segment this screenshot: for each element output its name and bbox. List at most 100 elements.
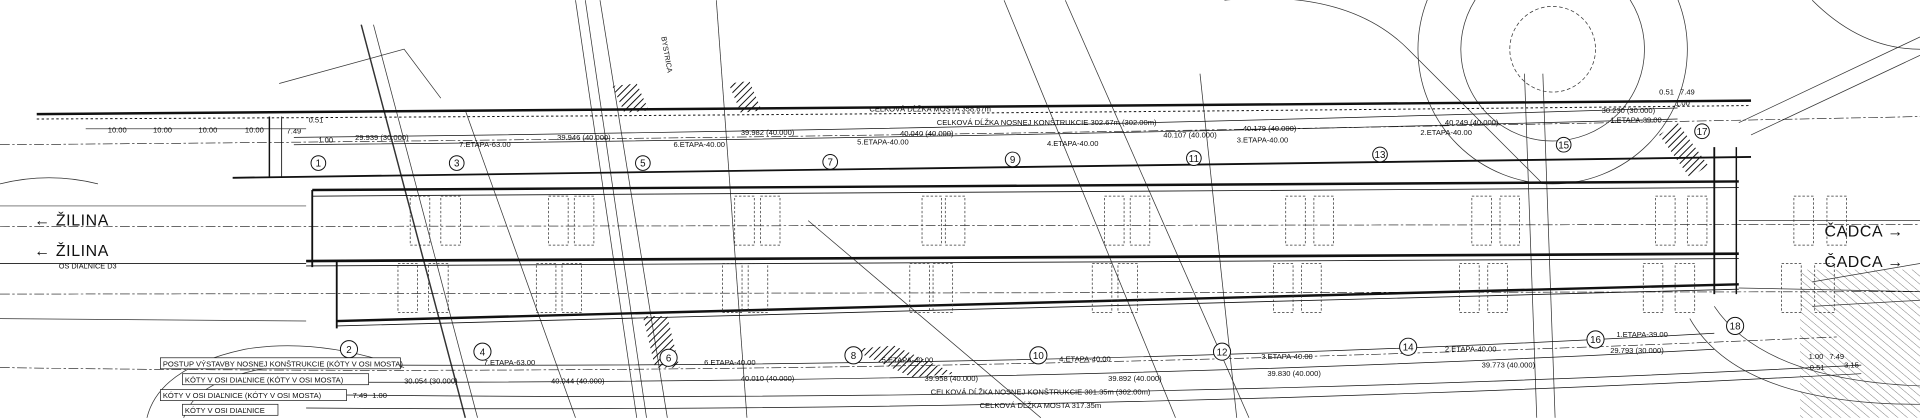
pier-box bbox=[1471, 195, 1492, 246]
pier-box bbox=[1091, 263, 1113, 313]
stage-label: 3.ETAPA-40.00 bbox=[1261, 352, 1313, 361]
pier-number: 4 bbox=[480, 347, 486, 358]
pier-box bbox=[1642, 263, 1664, 313]
pier-marker-circle bbox=[659, 348, 678, 367]
span-dimension: 30.230 (30.000) bbox=[1602, 106, 1656, 115]
stage-label: 1.ETAPA-39.00 bbox=[1610, 116, 1662, 125]
stage-label: 1.ETAPA-39.00 bbox=[1616, 330, 1668, 339]
stage-label: 7.ETAPA-63.00 bbox=[459, 140, 511, 149]
span-dimension: 40.010 (40.000) bbox=[741, 374, 795, 383]
end-dim-100-bottom: 1.00 bbox=[1809, 352, 1824, 361]
pier-box bbox=[1301, 263, 1322, 313]
legend-axis-2: KÓTY V OSI DIAĽNICE (KÓTY V OSI MOSTA) bbox=[163, 391, 322, 400]
pier-number: 8 bbox=[851, 351, 857, 362]
pier-box bbox=[909, 263, 930, 313]
dim-10-1: 10.00 bbox=[108, 125, 127, 134]
dim-10-3: 10.00 bbox=[198, 125, 217, 134]
pier-box bbox=[1686, 195, 1708, 246]
pier-box bbox=[1117, 263, 1138, 313]
pier-marker-circle bbox=[844, 346, 863, 365]
dim-749: 7.49 bbox=[287, 127, 302, 136]
end-dim-315-bottom: 3.15 bbox=[1844, 361, 1859, 370]
pier-number: 16 bbox=[1590, 335, 1601, 346]
pier-box bbox=[1826, 195, 1847, 246]
legend-axis-1: KÓTY V OSI DIAĽNICE (KÓTY V OSI MOSTA) bbox=[185, 375, 344, 384]
pier-box bbox=[561, 263, 582, 313]
pier-number: 6 bbox=[666, 353, 672, 364]
span-dimension: 40.249 (40.000) bbox=[1445, 118, 1499, 127]
pier-marker-circle bbox=[473, 342, 492, 361]
pier-number: 18 bbox=[1730, 322, 1741, 333]
pier-box bbox=[1781, 263, 1802, 313]
road-label-cadca-2: ČADCA → bbox=[1824, 252, 1903, 271]
pier-box bbox=[1459, 263, 1480, 313]
stage-label: 2.ETAPA-40.00 bbox=[1420, 128, 1472, 137]
pier-box bbox=[1499, 195, 1520, 246]
end-dim-051: 0.51 bbox=[1659, 88, 1674, 97]
pier-marker-circle bbox=[1694, 123, 1710, 140]
pier-marker-circle bbox=[1004, 151, 1021, 168]
road-label-zilina-1: ← ŽILINA bbox=[34, 211, 109, 230]
pier-box bbox=[548, 195, 569, 246]
span-dimension: 40.107 (40.000) bbox=[1163, 130, 1217, 139]
pier-number: 11 bbox=[1189, 154, 1199, 165]
pier-number: 15 bbox=[1558, 140, 1569, 151]
pier-marker-circle bbox=[1726, 316, 1745, 335]
bridge-length-top: CELKOVÁ DĹŽKA MOSTA 358.67m bbox=[869, 105, 991, 114]
pier-marker-circle bbox=[448, 155, 465, 171]
pier-marker-circle bbox=[1212, 342, 1232, 361]
road-label-highway: OS DIAĽNICE D3 bbox=[59, 261, 117, 270]
stage-label: 4.ETAPA-40.00 bbox=[1059, 354, 1111, 363]
pier-number: 2 bbox=[346, 345, 351, 356]
legend-construction: POSTUP VÝSTAVBY NOSNEJ KONŠTRUKCIE (KÓTY… bbox=[163, 359, 403, 368]
pier-box bbox=[428, 263, 449, 313]
pier-marker-circle bbox=[1029, 346, 1048, 365]
road-label-zilina-2: ← ŽILINA bbox=[34, 241, 109, 260]
span-dimension: 29.939 (30.000) bbox=[355, 133, 409, 142]
bridge-length-bottom: CELKOVÁ DĹŽKA MOSTA 317.35m bbox=[980, 401, 1102, 410]
pier-box bbox=[409, 195, 431, 246]
stage-label: 3.ETAPA-40.00 bbox=[1237, 135, 1289, 144]
pier-box bbox=[573, 195, 595, 246]
pier-box bbox=[1104, 195, 1125, 246]
pier-marker-circle bbox=[635, 155, 651, 171]
pier-marker-circle bbox=[310, 155, 327, 171]
end-dim-749-bottom: 7.49 bbox=[1829, 352, 1844, 361]
pier-foundations bbox=[397, 195, 1847, 313]
dim-100: 1.00 bbox=[318, 135, 333, 144]
hatched-areas bbox=[612, 81, 1709, 378]
dim-10-4: 10.00 bbox=[245, 125, 264, 134]
dim-10-2: 10.00 bbox=[153, 125, 172, 134]
stage-label: 6.ETAPA-40.00 bbox=[704, 358, 756, 367]
span-dimension: 40.040 (40.000) bbox=[900, 129, 954, 138]
pier-marker-circle bbox=[822, 154, 839, 170]
span-dimension: 40.044 (40.000) bbox=[551, 376, 605, 385]
pier-number: 13 bbox=[1375, 150, 1386, 161]
pier-number: 7 bbox=[827, 158, 832, 169]
pier-number: 10 bbox=[1033, 351, 1044, 362]
dim-749-bottom: 7.49 bbox=[353, 391, 368, 400]
pier-box bbox=[734, 195, 755, 246]
structure-length-bottom: CELKOVÁ DĹŽKA NOSNEJ KONŠTRUKCIE 301.35m… bbox=[931, 388, 1151, 397]
pier-box bbox=[1655, 195, 1676, 246]
pier-box bbox=[747, 263, 769, 313]
stage-label: 2.ETAPA-40.00 bbox=[1445, 345, 1497, 354]
pier-box bbox=[397, 263, 418, 313]
road-label-cadca-1: ČADCA → bbox=[1824, 222, 1903, 241]
legend-axis-3: KÓTY V OSI DIAĽNICE bbox=[185, 406, 265, 415]
stage-label: 5.ETAPA-40.00 bbox=[857, 138, 909, 147]
end-dim-051-bottom: 0.51 bbox=[1810, 363, 1825, 372]
pier-box bbox=[932, 263, 954, 313]
span-dimension: 39.958 (40.000) bbox=[924, 374, 978, 383]
pier-number: 17 bbox=[1697, 127, 1708, 138]
dim-051: 0.51 bbox=[309, 116, 324, 125]
pier-number: 3 bbox=[454, 159, 460, 170]
pier-box bbox=[1793, 195, 1814, 246]
span-dimension: 39.946 (40.000) bbox=[557, 133, 611, 142]
pier-number: 9 bbox=[1010, 155, 1015, 166]
pier-marker-circle bbox=[1586, 330, 1605, 349]
pier-box bbox=[921, 195, 942, 246]
pier-box bbox=[535, 263, 557, 313]
